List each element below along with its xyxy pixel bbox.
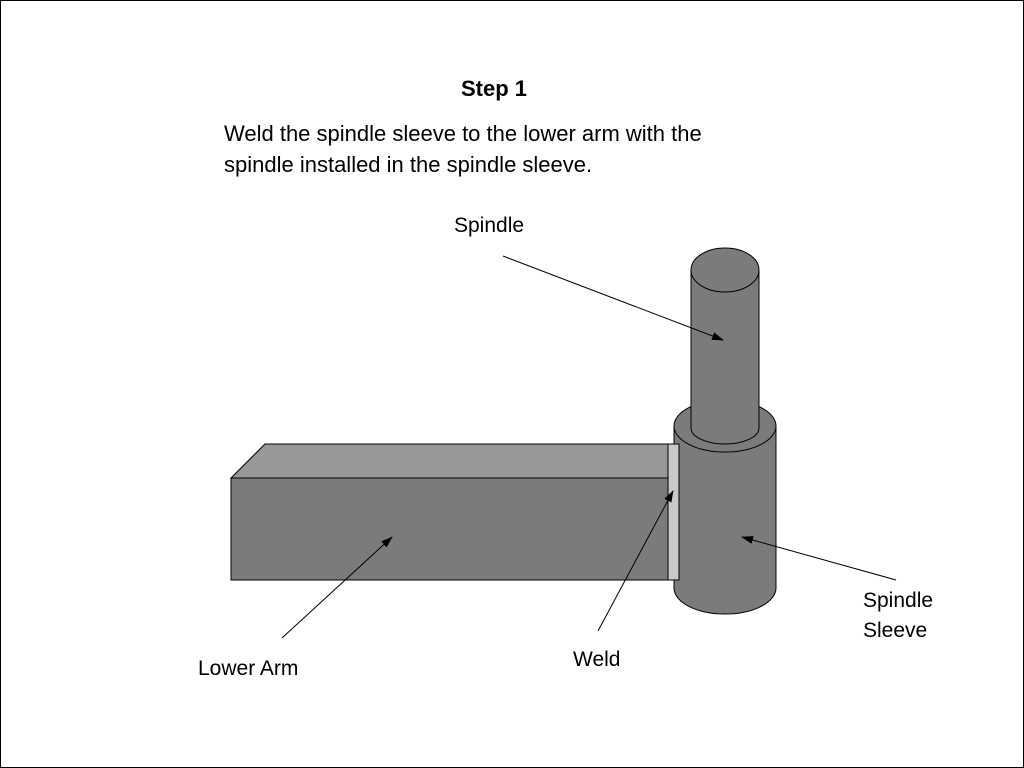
lower-arm-label: Lower Arm bbox=[198, 657, 299, 680]
spindle-body bbox=[690, 270, 760, 445]
lower-arm-arrow bbox=[281, 536, 393, 639]
weld-bead bbox=[667, 443, 680, 581]
spindle-top bbox=[690, 247, 760, 293]
instruction-line-2: spindle installed in the spindle sleeve. bbox=[224, 152, 593, 177]
spindle-sleeve-arrow bbox=[741, 536, 897, 581]
spindle-label: Spindle bbox=[454, 214, 525, 237]
weld-label: Weld bbox=[573, 648, 621, 671]
spindle bbox=[690, 247, 760, 445]
lower-arm bbox=[229, 443, 672, 581]
step-instruction: Weld the spindle sleeve to the lower arm… bbox=[224, 118, 824, 180]
spindle-sleeve-label: Spindle Sleeve bbox=[863, 586, 933, 646]
spindle-sleeve-label-line-1: Spindle bbox=[863, 589, 934, 612]
lower-arm-front-face bbox=[230, 477, 672, 581]
spindle-sleeve-label-line-2: Sleeve bbox=[863, 619, 928, 642]
instruction-line-1: Weld the spindle sleeve to the lower arm… bbox=[224, 121, 702, 146]
step-title: Step 1 bbox=[461, 76, 528, 101]
spindle-arrow bbox=[502, 255, 724, 341]
spindle-sleeve-body bbox=[673, 426, 777, 615]
lower-arm-top-face bbox=[229, 443, 672, 479]
weld-arrow bbox=[597, 490, 674, 632]
